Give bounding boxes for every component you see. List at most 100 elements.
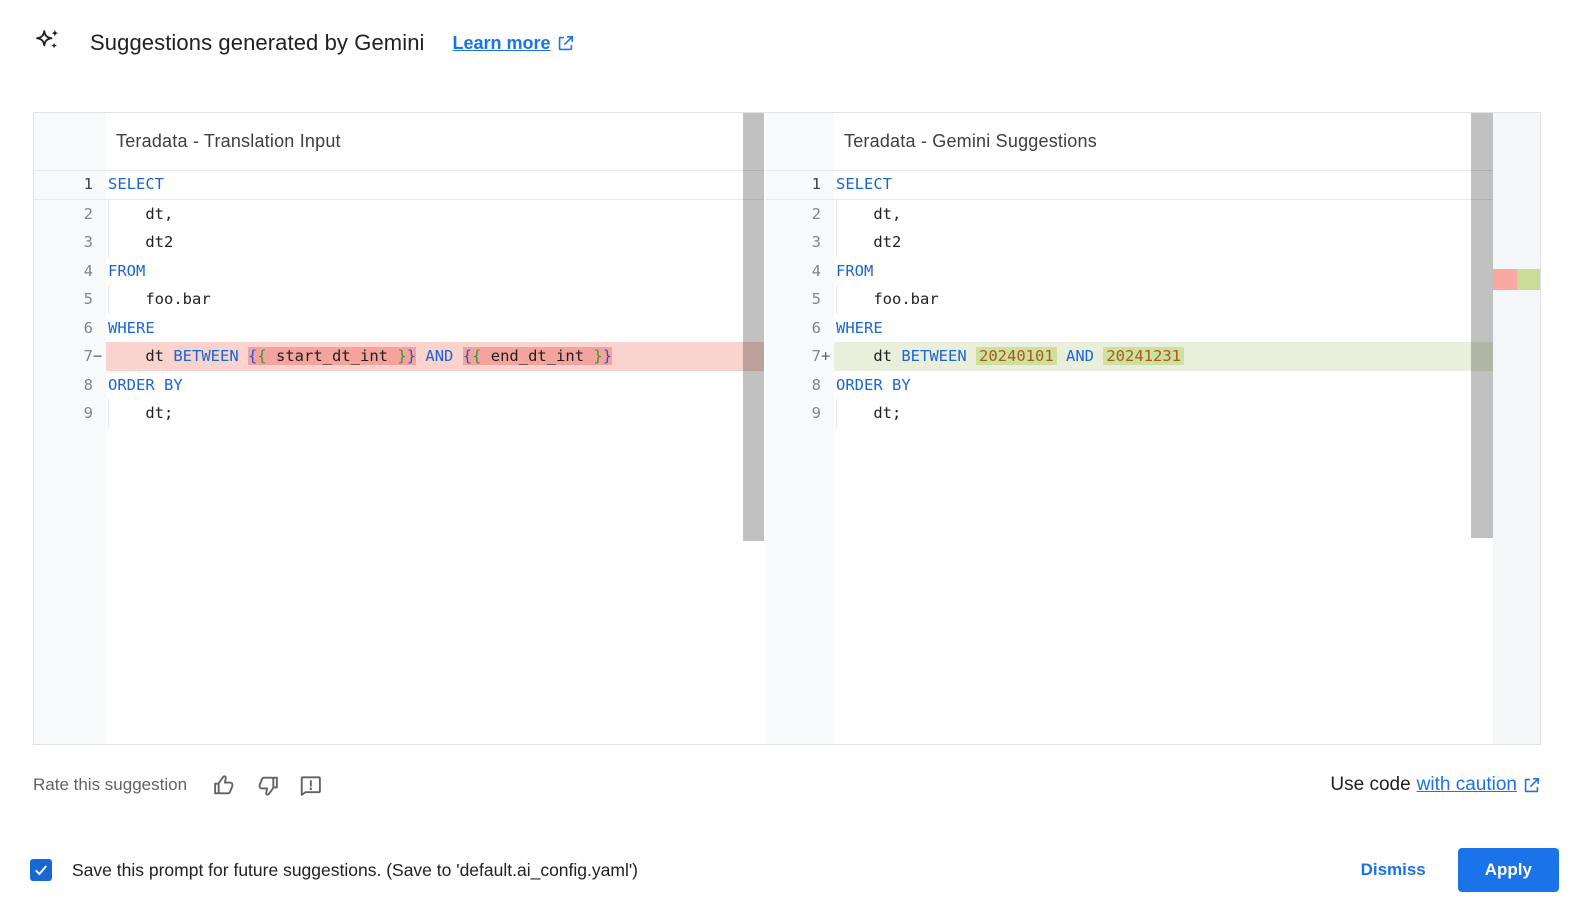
code-text[interactable]: foo.bar — [106, 285, 764, 314]
code-text[interactable]: foo.bar — [834, 285, 1493, 314]
line-number: 1 — [766, 171, 834, 199]
code-line-3: 3 dt2 — [766, 228, 1493, 257]
code-token: foo.bar — [836, 290, 939, 308]
code-text[interactable]: dt; — [834, 399, 1493, 428]
code-token — [239, 347, 248, 365]
rate-label: Rate this suggestion — [33, 775, 188, 794]
line-number: 3 — [766, 228, 834, 257]
editor-empty-area[interactable] — [766, 427, 1493, 744]
line-number: 5 — [766, 285, 834, 314]
code-text[interactable]: SELECT — [834, 171, 1493, 199]
gutter-header-spacer — [34, 113, 106, 170]
code-line-5: 5 foo.bar — [34, 285, 764, 314]
external-link-icon — [558, 35, 573, 50]
code-text[interactable]: ORDER BY — [106, 371, 764, 400]
code-token: FROM — [108, 261, 146, 280]
code-token: dt, — [108, 204, 174, 223]
removed-marker — [1493, 269, 1517, 290]
code-token: 20241231 — [1103, 347, 1184, 365]
code-token: } — [406, 347, 417, 365]
panel-title-suggestions: Teradata - Gemini Suggestions — [844, 131, 1097, 151]
code-token: { — [257, 347, 267, 365]
code-token: } — [602, 347, 613, 365]
code-line-7: 7+ dt BETWEEN 20240101 AND 20241231 — [766, 342, 1493, 371]
titlebar: Suggestions generated by Gemini Learn mo… — [33, 28, 575, 58]
dismiss-button[interactable]: Dismiss — [1347, 852, 1440, 888]
code-text[interactable]: dt2 — [106, 228, 764, 257]
gutter-header-spacer — [766, 113, 834, 170]
code-text[interactable]: SELECT — [106, 171, 764, 199]
code-token — [1057, 347, 1066, 365]
overview-ruler[interactable] — [1493, 113, 1540, 744]
line-number: 9 — [766, 399, 834, 428]
code-token: end_dt_int — [481, 347, 594, 365]
code-token: { — [462, 347, 473, 365]
code-text[interactable]: WHERE — [106, 314, 764, 343]
panel-header: Teradata - Gemini Suggestions — [766, 113, 1493, 171]
panel-divider — [764, 113, 766, 744]
code-token — [1094, 347, 1103, 365]
panel-title-input: Teradata - Translation Input — [116, 131, 341, 151]
added-marker — [1516, 269, 1540, 290]
code-text[interactable]: dt; — [106, 399, 764, 428]
code-token: BETWEEN — [901, 347, 967, 365]
code-token: dt2 — [836, 233, 902, 251]
code-token: AND — [1066, 347, 1094, 365]
learn-more-link[interactable]: Learn more — [453, 33, 575, 54]
gutter-filler — [34, 427, 106, 744]
code-line-9: 9 dt; — [766, 399, 1493, 428]
code-text[interactable]: dt BETWEEN 20240101 AND 20241231 — [834, 342, 1493, 371]
with-caution-link[interactable]: with caution — [1417, 774, 1541, 796]
scrollbar-thumb[interactable] — [743, 113, 764, 541]
page-title: Suggestions generated by Gemini — [90, 30, 425, 55]
panel-header: Teradata - Translation Input — [34, 113, 764, 171]
code-token: } — [397, 347, 407, 365]
line-number: 4 — [34, 256, 106, 285]
code-token: ORDER BY — [108, 375, 183, 394]
line-number: 3 — [34, 228, 106, 257]
line-number: 4 — [766, 256, 834, 285]
code-text[interactable]: dt2 — [834, 228, 1493, 257]
feedback-button[interactable] — [297, 772, 324, 799]
code-text[interactable]: dt, — [106, 199, 764, 229]
code-text[interactable]: FROM — [106, 257, 764, 286]
code-token: BETWEEN — [173, 347, 239, 365]
checkmark-icon — [35, 865, 47, 876]
thumb-down-button[interactable] — [254, 772, 281, 799]
code-token: dt — [836, 347, 902, 365]
code-line-2: 2 dt, — [766, 199, 1493, 229]
code-token: SELECT — [836, 175, 892, 193]
code-token: WHERE — [836, 318, 883, 337]
code-text[interactable]: FROM — [834, 257, 1493, 286]
code-text[interactable]: ORDER BY — [834, 371, 1493, 400]
line-number: 7− — [34, 342, 106, 371]
suggestion-footer: Rate this suggestion — [33, 766, 1541, 804]
editor-empty-area[interactable] — [34, 427, 764, 744]
line-number: 1 — [34, 171, 106, 199]
code-text[interactable]: WHERE — [834, 314, 1493, 343]
line-number: 6 — [766, 313, 834, 342]
code-token: } — [593, 347, 603, 365]
apply-button[interactable]: Apply — [1457, 848, 1559, 892]
code-text[interactable]: dt, — [834, 199, 1493, 229]
thumb-up-button[interactable] — [211, 772, 238, 799]
code-token — [967, 347, 976, 365]
line-number: 9 — [34, 399, 106, 428]
line-number: 2 — [766, 199, 834, 228]
code-line-7: 7− dt BETWEEN {{ start_dt_int }} AND {{ … — [34, 342, 764, 371]
code-text[interactable]: dt BETWEEN {{ start_dt_int }} AND {{ end… — [106, 342, 764, 371]
save-prompt-checkbox[interactable] — [30, 859, 52, 881]
code-line-2: 2 dt, — [34, 199, 764, 229]
code-token: { — [472, 347, 482, 365]
scrollbar-thumb[interactable] — [1471, 113, 1493, 538]
line-number: 8 — [34, 370, 106, 399]
